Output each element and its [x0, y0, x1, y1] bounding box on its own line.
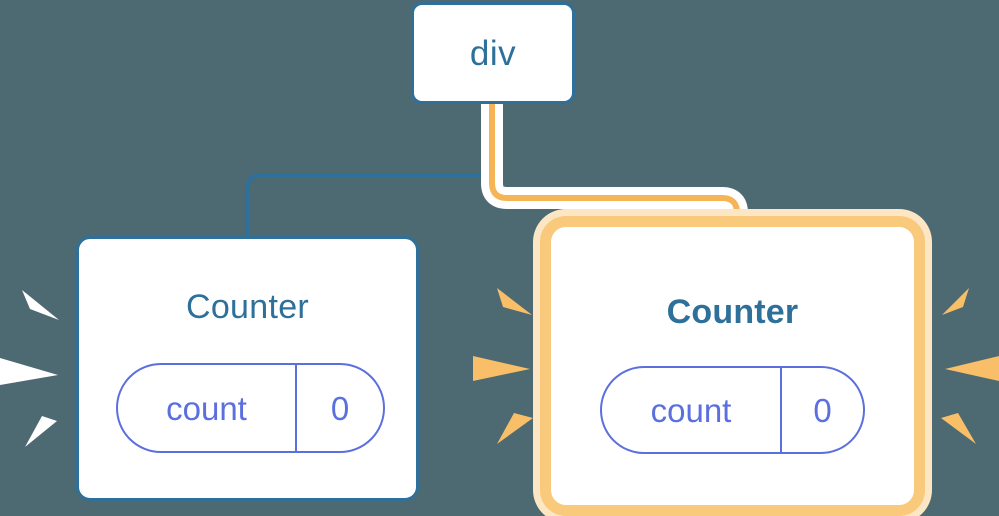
state-value: 0 [330, 389, 350, 427]
burst-ray [497, 413, 533, 444]
burst-ray [942, 288, 969, 315]
state-value: 0 [813, 391, 832, 429]
burst-ray [945, 356, 999, 381]
connector-div-to-counter-left [245, 103, 495, 240]
state-key: count [602, 368, 782, 452]
burst-left-of-counter-right [473, 288, 533, 444]
burst-ray [0, 358, 58, 385]
state-key: count [118, 365, 297, 451]
burst-ray [22, 290, 59, 320]
connector-div-to-counter-right-halo [481, 103, 748, 232]
burst-right-of-counter-right [941, 288, 999, 444]
burst-left-of-counter-left [0, 290, 59, 447]
node-counter-left-title: Counter [185, 288, 310, 326]
state-pill-counter-right: count 0 [600, 366, 865, 454]
state-pill-counter-left: count 0 [116, 363, 385, 453]
node-div[interactable]: div [411, 2, 575, 104]
burst-ray [25, 416, 57, 447]
node-counter-left[interactable]: Counter count 0 [76, 236, 419, 501]
node-div-label: div [469, 33, 517, 73]
burst-ray [473, 356, 530, 381]
node-counter-right-title: Counter [666, 293, 799, 331]
node-counter-right[interactable]: Counter count 0 [540, 216, 925, 516]
burst-ray [497, 288, 532, 315]
connector-div-to-counter-right [489, 103, 740, 232]
burst-ray [941, 413, 976, 444]
